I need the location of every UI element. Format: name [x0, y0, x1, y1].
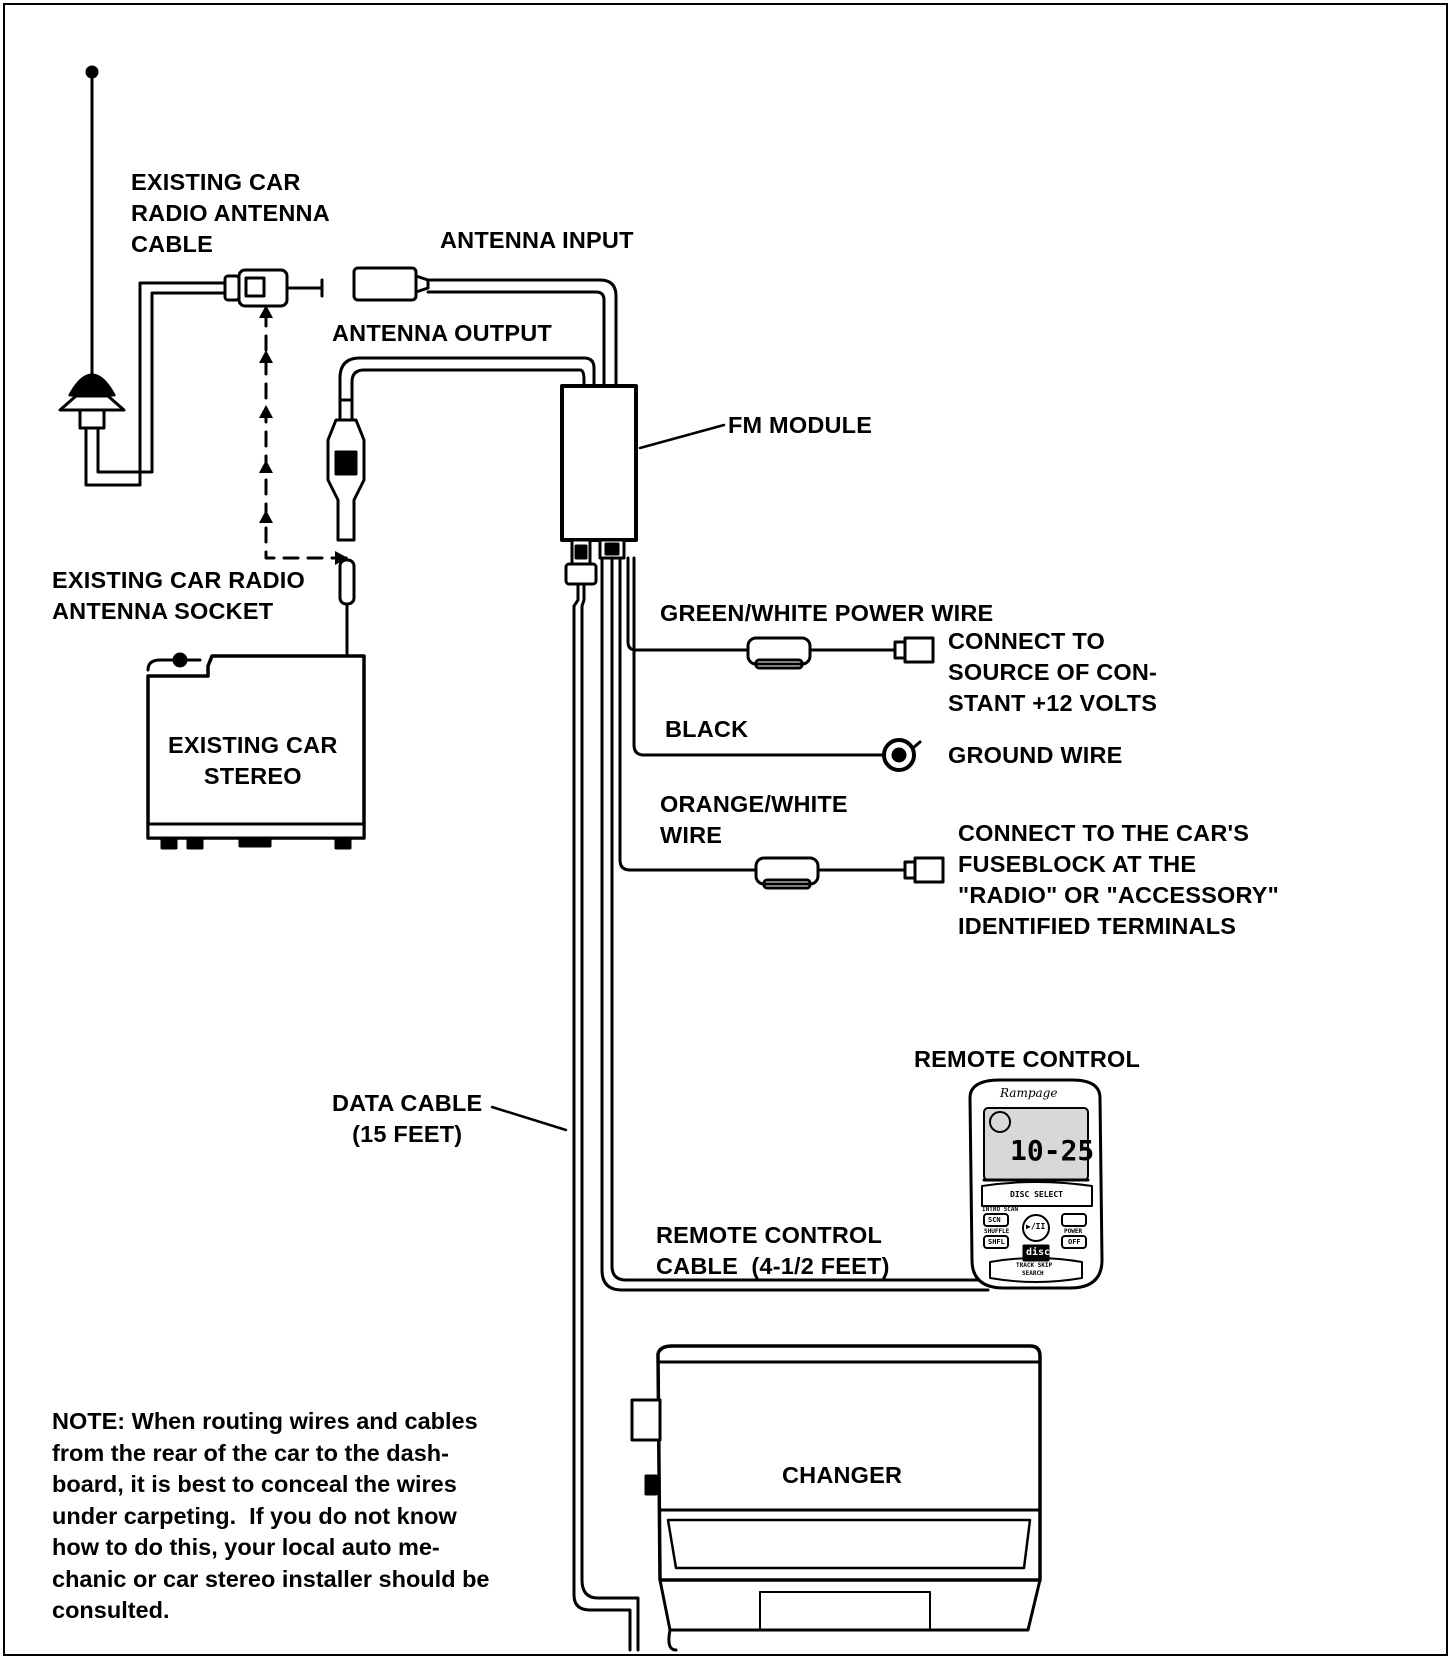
label-antenna-socket: EXISTING CAR RADIO ANTENNA SOCKET: [52, 567, 305, 624]
label-remote-control: REMOTE CONTROL: [914, 1046, 1141, 1072]
antenna-cable-plug: [223, 268, 324, 308]
label-existing-antenna-cable: EXISTING CAR RADIO ANTENNA CABLE: [131, 169, 330, 257]
label-antenna-output: ANTENNA OUTPUT: [332, 320, 552, 346]
green-white-wire: [626, 556, 935, 670]
data-cable: [490, 582, 640, 1652]
remote-power-label: POWER: [1064, 1228, 1083, 1235]
remote-shuffle-label: SHUFFLE: [984, 1228, 1010, 1235]
remote-brand: Rampage: [1000, 1086, 1058, 1100]
label-fm-module: FM MODULE: [728, 412, 873, 438]
label-antenna-input: ANTENNA INPUT: [440, 227, 634, 253]
remote-disc-select[interactable]: DISC SELECT: [1010, 1190, 1063, 1199]
label-ground-wire: GROUND WIRE: [948, 742, 1123, 768]
remote-track-skip[interactable]: TRACK SKIP: [1016, 1262, 1053, 1269]
remote-search[interactable]: SEARCH: [1022, 1270, 1044, 1277]
label-data-cable: DATA CABLE (15 FEET): [332, 1090, 483, 1147]
antenna-input-cable: [352, 266, 618, 387]
black-ground-wire: [632, 556, 922, 772]
remote-off-button[interactable]: OFF: [1068, 1238, 1081, 1246]
car-antenna: [58, 65, 227, 487]
remote-control-device: [968, 1078, 1104, 1290]
module-connectors: [564, 538, 626, 586]
remote-control-cable: [600, 556, 990, 1292]
orange-white-wire: [618, 556, 945, 890]
remote-display-time: 10-25: [1010, 1134, 1095, 1167]
diagram-frame: [3, 3, 1448, 1656]
label-orange-white-wire: ORANGE/WHITE WIRE: [660, 791, 848, 848]
cd-changer: [630, 1344, 1042, 1652]
car-stereo: [146, 556, 366, 850]
label-changer: CHANGER: [782, 1462, 903, 1488]
remote-scan-button[interactable]: SCN: [988, 1216, 1001, 1224]
label-green-white-wire: GREEN/WHITE POWER WIRE: [660, 600, 994, 626]
antenna-output-cable: [326, 356, 596, 542]
label-black: BLACK: [665, 716, 749, 742]
label-car-stereo: EXISTING CAR STEREO: [168, 732, 338, 789]
remote-disc-logo: disc: [1026, 1247, 1051, 1258]
arrow-heads: [259, 305, 348, 565]
remote-play-pause-button[interactable]: ▶/II: [1026, 1222, 1046, 1231]
fm-module: [560, 384, 726, 542]
remote-intro-scan-label: INTRO SCAN: [982, 1206, 1019, 1213]
connection-arrow-dashed: [264, 303, 348, 560]
label-constant-12v: CONNECT TO SOURCE OF CON- STANT +12 VOLT…: [948, 628, 1158, 716]
label-remote-cable: REMOTE CONTROL CABLE (4-1/2 FEET): [656, 1222, 890, 1279]
remote-shuffle-button[interactable]: SHFL: [988, 1238, 1005, 1246]
label-fuseblock: CONNECT TO THE CAR'S FUSEBLOCK AT THE "R…: [958, 820, 1279, 939]
routing-note: NOTE: When routing wires and cables from…: [52, 1408, 490, 1623]
